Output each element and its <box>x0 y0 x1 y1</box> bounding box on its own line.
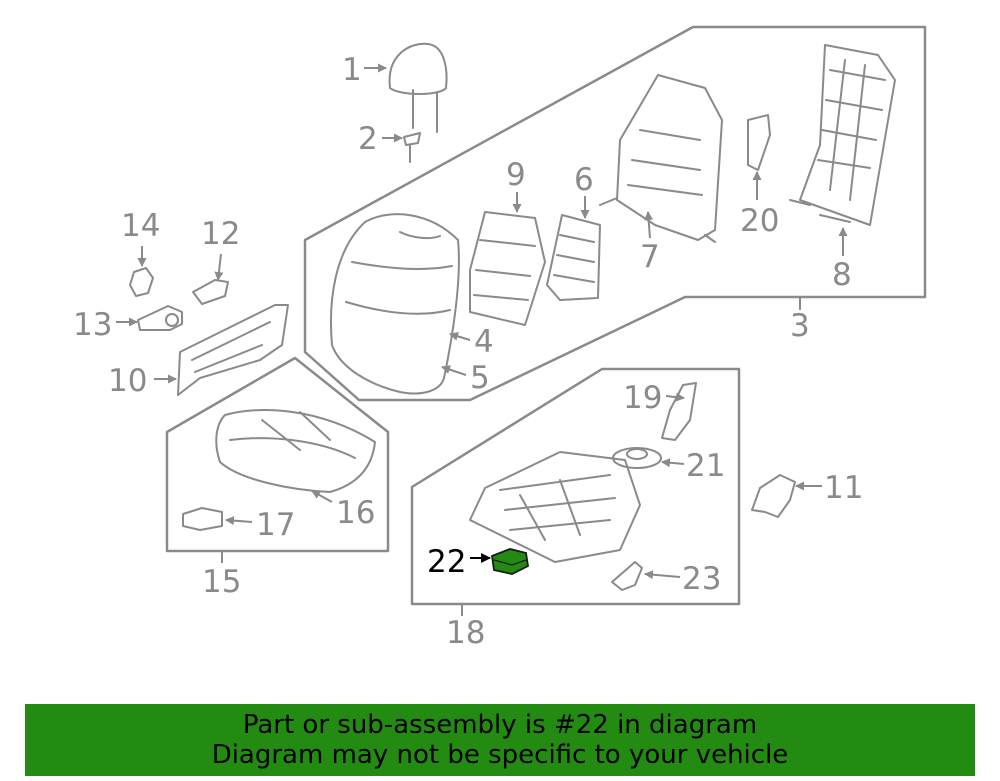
callout-12: 12 <box>201 216 240 252</box>
info-banner: Part or sub-assembly is #22 in diagram D… <box>25 704 975 776</box>
frame-group-box <box>410 367 741 606</box>
callout-7: 7 <box>640 239 660 275</box>
callout-1: 1 <box>342 52 362 88</box>
callout-14: 14 <box>121 208 160 244</box>
callout-11: 11 <box>824 470 863 506</box>
callout-5: 5 <box>470 360 490 396</box>
leader-7 <box>644 211 654 239</box>
callout-2: 2 <box>358 121 378 157</box>
seat-frame-part <box>469 451 641 563</box>
handle-part <box>137 305 183 331</box>
seatback-cover-part <box>329 213 460 395</box>
callout-9: 9 <box>506 157 526 193</box>
recliner-lever-part <box>192 279 229 305</box>
leader-12 <box>214 253 224 281</box>
callout-22[interactable]: 22 <box>427 544 466 580</box>
callout-6: 6 <box>574 162 594 198</box>
leader-21 <box>661 458 685 468</box>
back-bracket-part <box>747 114 771 171</box>
callout-8: 8 <box>832 257 852 293</box>
highlighted-part-22[interactable] <box>491 548 529 575</box>
callout-18: 18 <box>446 615 485 651</box>
banner-line-1: Part or sub-assembly is #22 in diagram <box>242 710 758 740</box>
leader-5 <box>441 365 467 376</box>
seat-cushion-part <box>215 408 376 493</box>
cushion-group-box <box>165 356 390 553</box>
leader-4 <box>449 331 471 341</box>
callout-16: 16 <box>336 495 375 531</box>
seatback-frame-part <box>599 74 723 243</box>
parts-diagram: 1 2 3 4 5 6 7 8 9 10 11 12 13 14 15 16 1… <box>73 25 927 651</box>
slide-cover-part <box>661 382 697 441</box>
lumbar-support-part <box>546 214 601 301</box>
callout-20: 20 <box>740 203 779 239</box>
callout-15: 15 <box>202 564 241 600</box>
callout-3: 3 <box>790 308 810 344</box>
cushion-module-part <box>182 507 223 531</box>
frame-bracket-part <box>611 561 643 591</box>
leader-23 <box>644 570 681 580</box>
callout-13: 13 <box>73 307 112 343</box>
callout-4: 4 <box>474 324 494 360</box>
headrest-guide-part <box>403 132 421 163</box>
callout-23: 23 <box>682 561 721 597</box>
seatback-panel-part <box>789 44 896 226</box>
callout-17: 17 <box>256 507 295 543</box>
side-shield-part <box>177 304 289 396</box>
seatback-pad-part <box>469 211 546 326</box>
callout-10: 10 <box>108 363 147 399</box>
leader-17 <box>225 516 253 526</box>
headrest-part <box>388 42 448 133</box>
outer-cover-part <box>751 474 796 518</box>
callout-19: 19 <box>623 380 662 416</box>
leader-16 <box>311 490 333 503</box>
seat-back-group-box <box>303 25 927 402</box>
banner-line-2: Diagram may not be specific to your vehi… <box>211 740 789 770</box>
callout-21: 21 <box>686 448 725 484</box>
knob-part <box>129 267 154 297</box>
height-gear-part <box>612 447 662 469</box>
leader-19 <box>665 392 685 402</box>
